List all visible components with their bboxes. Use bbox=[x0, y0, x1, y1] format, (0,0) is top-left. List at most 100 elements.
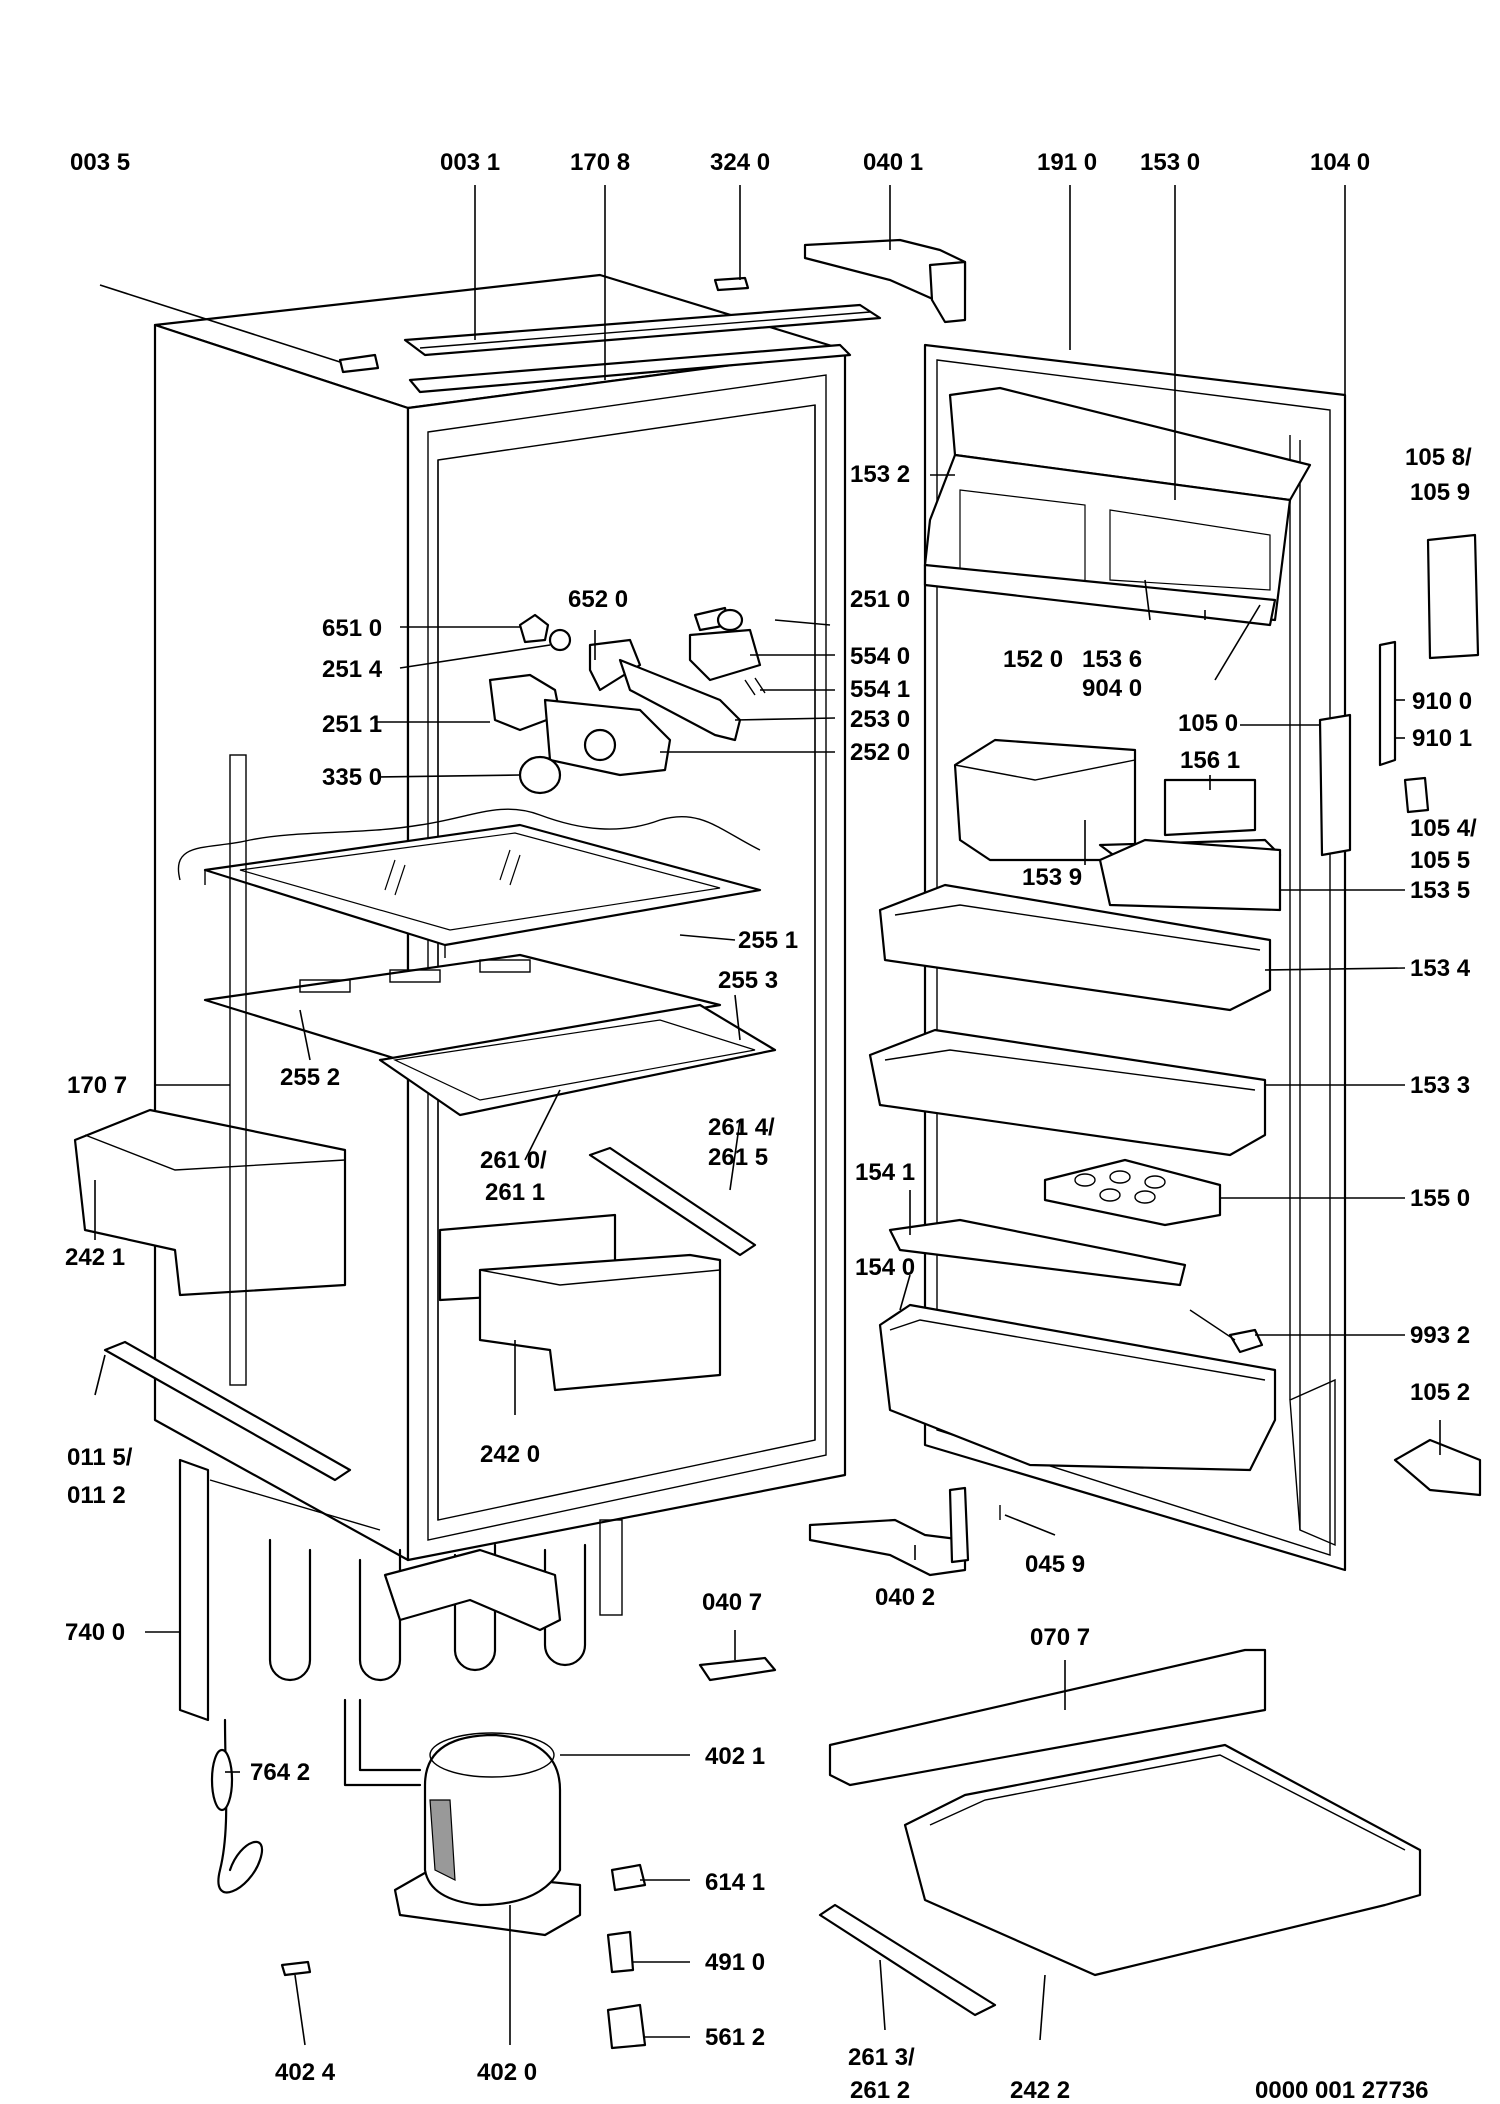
label-261-2: 261 2 bbox=[850, 2077, 910, 2104]
label-554-0: 554 0 bbox=[850, 643, 910, 670]
door-shelf-153-3 bbox=[868, 1028, 1267, 1157]
label-491-0: 491 0 bbox=[705, 1949, 765, 1976]
label-261-0: 261 0/ bbox=[480, 1147, 547, 1174]
label-253-0: 253 0 bbox=[850, 706, 910, 733]
label-261-3: 261 3/ bbox=[848, 2044, 915, 2071]
foil-cover bbox=[177, 808, 761, 881]
label-251-4: 251 4 bbox=[322, 656, 383, 683]
label-252-0: 252 0 bbox=[850, 739, 910, 766]
label-324-0: 324 0 bbox=[710, 149, 770, 176]
label-242-0: 242 0 bbox=[480, 1441, 540, 1468]
label-255-2: 255 2 bbox=[280, 1064, 340, 1091]
part-003-5 bbox=[338, 353, 380, 374]
part-324-0 bbox=[713, 276, 750, 292]
part-561-2 bbox=[606, 2003, 647, 2050]
bottle-shelf-154-0 bbox=[878, 1303, 1277, 1472]
label-251-0: 251 0 bbox=[850, 586, 910, 613]
label-153-5: 153 5 bbox=[1410, 877, 1470, 904]
butter-compartment-153-2 bbox=[923, 386, 1312, 627]
label-104-0: 104 0 bbox=[1310, 149, 1370, 176]
label-105-5: 105 5 bbox=[1410, 847, 1470, 874]
condenser-740-0 bbox=[178, 754, 623, 1722]
label-255-1: 255 1 bbox=[738, 927, 798, 954]
plinth-070-7 bbox=[828, 1648, 1267, 1787]
rail-261-4 bbox=[588, 1146, 757, 1257]
part-105-2 bbox=[1393, 1438, 1482, 1497]
label-904-0: 904 0 bbox=[1082, 675, 1142, 702]
label-011-2: 011 2 bbox=[67, 1482, 126, 1509]
crisper-shelf-255-3 bbox=[203, 953, 777, 1117]
label-554-1: 554 1 bbox=[850, 676, 910, 703]
part-614-1 bbox=[610, 1863, 647, 1892]
label-561-2: 561 2 bbox=[705, 2024, 765, 2051]
label-045-9: 045 9 bbox=[1025, 1551, 1085, 1578]
part-491-0 bbox=[606, 1930, 635, 1974]
door-shelf-153-4 bbox=[878, 883, 1272, 1012]
label-255-3: 255 3 bbox=[718, 967, 778, 994]
bottle-rail-154-1 bbox=[888, 1218, 1187, 1287]
label-242-1: 242 1 bbox=[65, 1244, 125, 1271]
drawing-number: 0000 001 27736 bbox=[1255, 2077, 1429, 2104]
label-242-2: 242 2 bbox=[1010, 2077, 1070, 2104]
label-335-0: 335 0 bbox=[322, 764, 382, 791]
label-154-0: 154 0 bbox=[855, 1254, 915, 1281]
label-261-4: 261 4/ bbox=[708, 1114, 775, 1141]
label-910-0: 910 0 bbox=[1412, 688, 1472, 715]
label-153-2: 153 2 bbox=[850, 461, 910, 488]
label-191-0: 191 0 bbox=[1037, 149, 1097, 176]
label-153-0: 153 0 bbox=[1140, 149, 1200, 176]
label-910-1: 910 1 bbox=[1412, 725, 1472, 752]
label-105-8: 105 8/ bbox=[1405, 444, 1472, 471]
label-152-0: 152 0 bbox=[1003, 646, 1063, 673]
label-040-1: 040 1 bbox=[863, 149, 923, 176]
label-153-4: 153 4 bbox=[1410, 955, 1471, 982]
door-shelf-153-9 bbox=[953, 738, 1282, 912]
seal-105-0 bbox=[1318, 713, 1352, 857]
hinge-040-2 bbox=[808, 1486, 970, 1577]
label-003-5: 003 5 bbox=[70, 149, 130, 176]
compressor-402-0 bbox=[343, 1548, 582, 1937]
crisper-box-242-1 bbox=[73, 1108, 347, 1297]
label-153-6: 153 6 bbox=[1082, 646, 1142, 673]
label-764-2: 764 2 bbox=[250, 1759, 310, 1786]
label-040-7: 040 7 bbox=[702, 1589, 762, 1616]
part-105-4 bbox=[1403, 776, 1430, 814]
label-105-0: 105 0 bbox=[1178, 710, 1238, 737]
label-614-1: 614 1 bbox=[705, 1869, 765, 1896]
label-261-5: 261 5 bbox=[708, 1144, 768, 1171]
leader-lines bbox=[94, 185, 1441, 2046]
part-993-2 bbox=[1228, 1328, 1264, 1354]
label-651-0: 651 0 bbox=[322, 615, 382, 642]
label-261-1: 261 1 bbox=[485, 1179, 545, 1206]
label-105-4: 105 4/ bbox=[1410, 815, 1477, 842]
egg-tray-155-0 bbox=[1043, 1158, 1222, 1227]
strip-011-5 bbox=[103, 1340, 352, 1482]
label-170-8: 170 8 bbox=[570, 149, 630, 176]
label-105-9: 105 9 bbox=[1410, 479, 1470, 506]
label-156-1: 156 1 bbox=[1180, 747, 1240, 774]
part-910-0 bbox=[1378, 640, 1397, 767]
label-993-2: 993 2 bbox=[1410, 1322, 1470, 1349]
label-154-1: 154 1 bbox=[855, 1159, 915, 1186]
label-003-1: 003 1 bbox=[440, 149, 500, 176]
part-number-labels: 003 5 003 1 170 8 324 0 040 1 191 0 153 … bbox=[65, 149, 1477, 2104]
label-652-0: 652 0 bbox=[568, 586, 628, 613]
glass-shelf-255-1 bbox=[203, 823, 762, 958]
label-070-7: 070 7 bbox=[1030, 1624, 1090, 1651]
tray-242-2 bbox=[903, 1743, 1422, 1977]
label-153-9: 153 9 bbox=[1022, 864, 1082, 891]
label-155-0: 155 0 bbox=[1410, 1185, 1470, 1212]
label-040-2: 040 2 bbox=[875, 1584, 935, 1611]
part-402-4 bbox=[280, 1960, 312, 1977]
label-011-5: 011 5/ bbox=[67, 1444, 133, 1471]
part-105-8 bbox=[1426, 533, 1480, 660]
label-170-7: 170 7 bbox=[67, 1072, 127, 1099]
top-cover-strips bbox=[403, 303, 882, 394]
hinge-040-1 bbox=[803, 238, 967, 324]
label-402-0: 402 0 bbox=[477, 2059, 537, 2086]
drawer-242-0 bbox=[438, 1213, 722, 1392]
label-402-1: 402 1 bbox=[705, 1743, 765, 1770]
label-105-2: 105 2 bbox=[1410, 1379, 1470, 1406]
label-402-4: 402 4 bbox=[275, 2059, 336, 2086]
